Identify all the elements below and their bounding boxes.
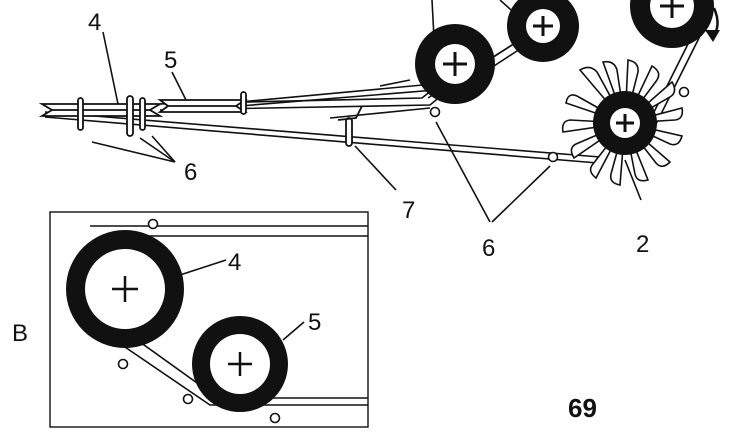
inset-label-b: B bbox=[12, 320, 28, 347]
reel-top-right bbox=[630, 0, 720, 48]
callout-2: 2 bbox=[636, 231, 649, 258]
inset-leaders bbox=[179, 259, 305, 341]
callout-5: 5 bbox=[164, 47, 177, 74]
inset-reel-4 bbox=[66, 230, 184, 348]
page-number: 69 bbox=[568, 393, 597, 423]
inset-callout-4: 4 bbox=[228, 249, 241, 276]
clip-pins bbox=[77, 91, 363, 147]
callout-6-middle: 6 bbox=[482, 235, 495, 262]
reel-top-middle bbox=[507, 0, 579, 62]
inset-b: 4 5 bbox=[49, 211, 369, 428]
inset-frame bbox=[49, 211, 369, 428]
guide-rollers-main bbox=[429, 86, 690, 163]
callout-7: 7 bbox=[402, 197, 415, 224]
inset-rollers bbox=[117, 218, 281, 424]
inset-callout-5: 5 bbox=[308, 309, 321, 336]
reel-2-with-blades bbox=[561, 59, 684, 186]
reel-top-left bbox=[415, 24, 495, 104]
inset-reel-5 bbox=[192, 316, 288, 412]
callout-4: 4 bbox=[88, 9, 101, 36]
main-callouts: 4 5 6 7 6 2 bbox=[88, 9, 649, 262]
leader-lines bbox=[91, 0, 642, 223]
callout-6-left: 6 bbox=[184, 159, 197, 186]
